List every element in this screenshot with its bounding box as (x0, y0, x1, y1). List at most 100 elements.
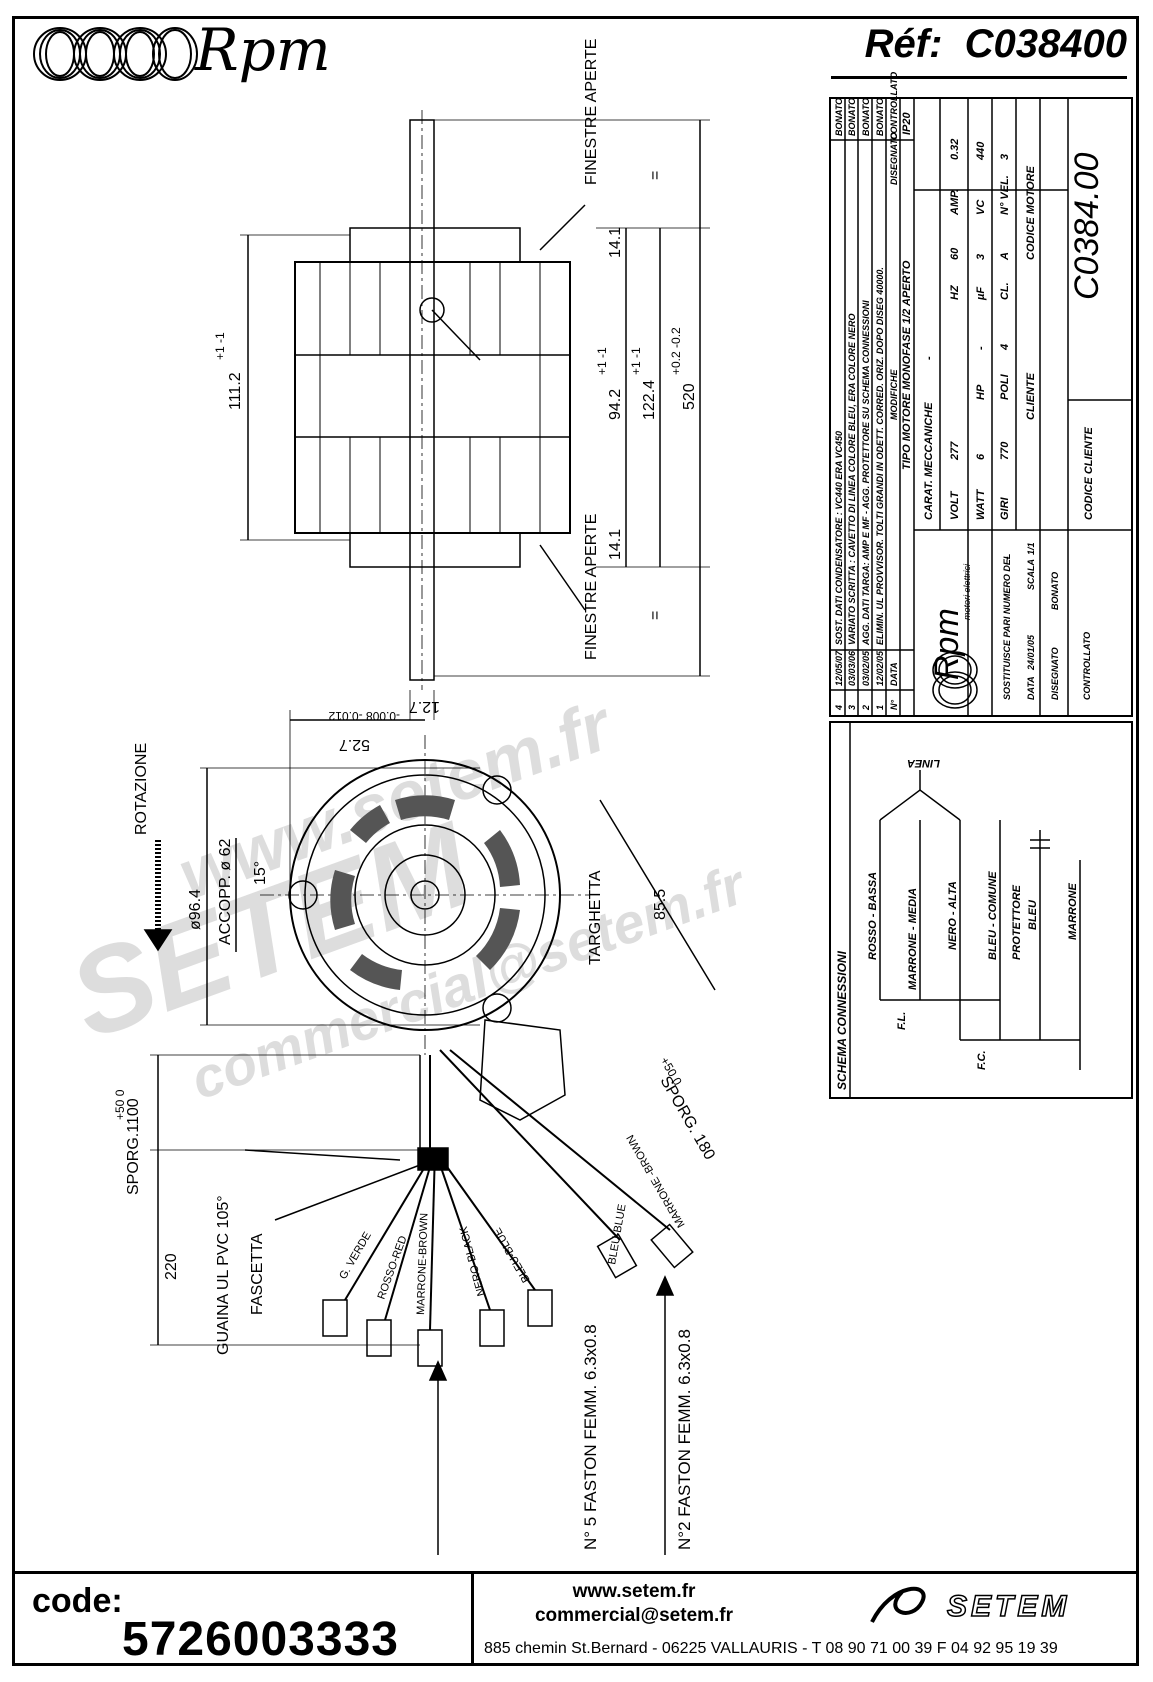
ref-value: C038400 (964, 22, 1127, 66)
poli: 4 (999, 344, 1011, 351)
wire-blue-label: BLEU-BLUE (492, 1226, 533, 1285)
code-label: code: (32, 1582, 123, 1620)
title-block (829, 97, 1133, 717)
shaft-tolerance: -0.008 -0.012 (328, 709, 400, 723)
setem-wordmark: SETEM (947, 1590, 1070, 1623)
shaft-diameter: 12.7 (409, 698, 440, 715)
cl-label: CL. (999, 282, 1011, 300)
schema-brown-med: MARRONE - MEDIA (907, 888, 919, 990)
titleblock-coil-icon (932, 651, 978, 709)
rev-4-by: BONATO (834, 98, 844, 136)
col-drawn: DISEGNATO (889, 132, 899, 185)
date-value: 24/01/05 (1026, 634, 1036, 671)
dim-angle: 15° (252, 861, 269, 885)
schema-blue-common: BLEU - COMUNE (987, 871, 999, 960)
mount-hole-left (288, 880, 318, 910)
dim-length: 520 (681, 383, 698, 410)
motor-body (294, 261, 571, 534)
hp-label: HP (975, 384, 987, 400)
uf-label: µF (975, 287, 987, 301)
hp: - (975, 346, 987, 350)
cl: A (999, 252, 1011, 261)
motor-code-label: CODICE MOTORE (1025, 165, 1037, 260)
setem-logo: SETEM (862, 1582, 1122, 1632)
drawing-sheet (12, 16, 1139, 1666)
website-link[interactable]: www.setem.fr (572, 1581, 696, 1602)
email-link[interactable]: commercial@setem.fr (534, 1605, 734, 1626)
brand-name: Rpm (195, 16, 331, 84)
ref-underline (831, 76, 1127, 79)
rpm-logo: Rpm (30, 16, 370, 98)
sporg-1100-tol: +50 0 (113, 1089, 127, 1120)
rev-3-date: 03/03/06 (847, 650, 857, 686)
rev-3-text: VARIATO SCRITTA : CAVETTO DI LINEA COLOR… (847, 313, 857, 645)
dim-offset-top: 14.1 (607, 227, 624, 258)
motor-code: C0384.00 (1068, 152, 1106, 300)
col-number: N° (889, 700, 899, 710)
rev-2-text: AGG. DATI TARGA: AMP E MF - AGG. PROTETT… (861, 300, 871, 646)
date-label: DATA (1026, 676, 1036, 700)
motor-type: MONOFASE 1/2 APERTO (901, 260, 913, 390)
vel-label: N° VEL. (999, 175, 1011, 215)
rev-2-number: 2 (861, 705, 871, 711)
wire-brown-label: MARRONE-BROWN (415, 1213, 431, 1315)
rev-2-by: BONATO (861, 98, 871, 136)
rev-3-by: BONATO (847, 98, 857, 136)
ref-label: Réf: (864, 22, 943, 66)
titleblock-brand-sub: motori elettrici (962, 563, 972, 620)
dim-52-7: 52.7 (339, 736, 370, 753)
dim-dia-96: ø96.4 (187, 889, 204, 930)
drawn-label: DISEGNATO (1050, 647, 1060, 700)
volt-label: VOLT (949, 490, 961, 520)
dim-body: 94.2 (607, 389, 624, 420)
setem-swirl-icon: SETEM (870, 1587, 1070, 1624)
tab-label: TARGHETTA (587, 870, 604, 965)
rev-3-number: 3 (847, 705, 857, 710)
scale-label: SCALA (1026, 559, 1036, 590)
schema-brown: MARRONE (1067, 883, 1079, 940)
wire-green-label: G. VERDE (337, 1230, 374, 1282)
faston-2-label: N°2 FASTON FEMM. 6.3x0.8 (675, 1329, 694, 1550)
schema-line: LINEA (907, 757, 940, 769)
wire-brown2-label: MARRONE -BROWN (625, 1132, 688, 1229)
dim-total-tol: +1 -1 (629, 347, 643, 375)
uf: 3 (975, 254, 987, 260)
rev-1-by: BONATO (875, 98, 885, 136)
dim-total: 122.4 (641, 380, 658, 420)
sporg-1100: SPORG.1100 (125, 1098, 142, 1195)
sporg-180: SPORG. 180 (657, 1074, 718, 1163)
reference: Réf: C038400 (865, 22, 1127, 67)
amp: 0.32 (949, 139, 961, 160)
mech-label: CARAT. MECCANICHE (923, 402, 935, 520)
rev-4-text: SOST. DATI CONDENSATORE : VC440 ERA VC45… (834, 431, 844, 645)
schema-fl: F.L. (896, 1012, 908, 1030)
client-label: CLIENTE (1025, 372, 1037, 420)
watt: 6 (975, 453, 987, 460)
code-box: code: 5726003333 (12, 1574, 474, 1666)
dim-offset-bottom: 14.1 (607, 529, 624, 560)
mounting-tab (479, 1019, 566, 1121)
schema-title: SCHEMA CONNESSIONI (835, 950, 849, 1090)
vel: 3 (999, 154, 1011, 160)
wire-black-label: NERO-BLACK (458, 1225, 488, 1298)
mount-hole-top (482, 775, 512, 805)
code-value: 5726003333 (122, 1613, 399, 1666)
mech-value: - (923, 356, 935, 360)
protection: IP20 (901, 111, 913, 135)
equal-mark-bottom: = (647, 611, 664, 620)
schema-protector: PROTETTORE (1011, 884, 1023, 960)
watt-label: WATT (975, 488, 987, 520)
col-date: DATA (889, 662, 899, 686)
clamp-label: FASCETTA (249, 1233, 266, 1315)
rev-4-date: 12/05/07 (834, 650, 844, 686)
giri: 770 (999, 441, 1011, 460)
terminal (419, 297, 445, 323)
coil-logo-icon (33, 27, 198, 81)
dim-body-tol: +1 -1 (595, 347, 609, 375)
replaces-label: SOSTITUISCE PARI NUMERO DEL (1002, 554, 1012, 700)
motor-type-label: TIPO MOTORE (901, 393, 913, 470)
drawn-value: BONATO (1050, 572, 1060, 610)
sheath-label: GUAINA UL PVC 105° (215, 1195, 232, 1355)
contact: www.setem.fr commercial@setem.fr (474, 1580, 794, 1628)
